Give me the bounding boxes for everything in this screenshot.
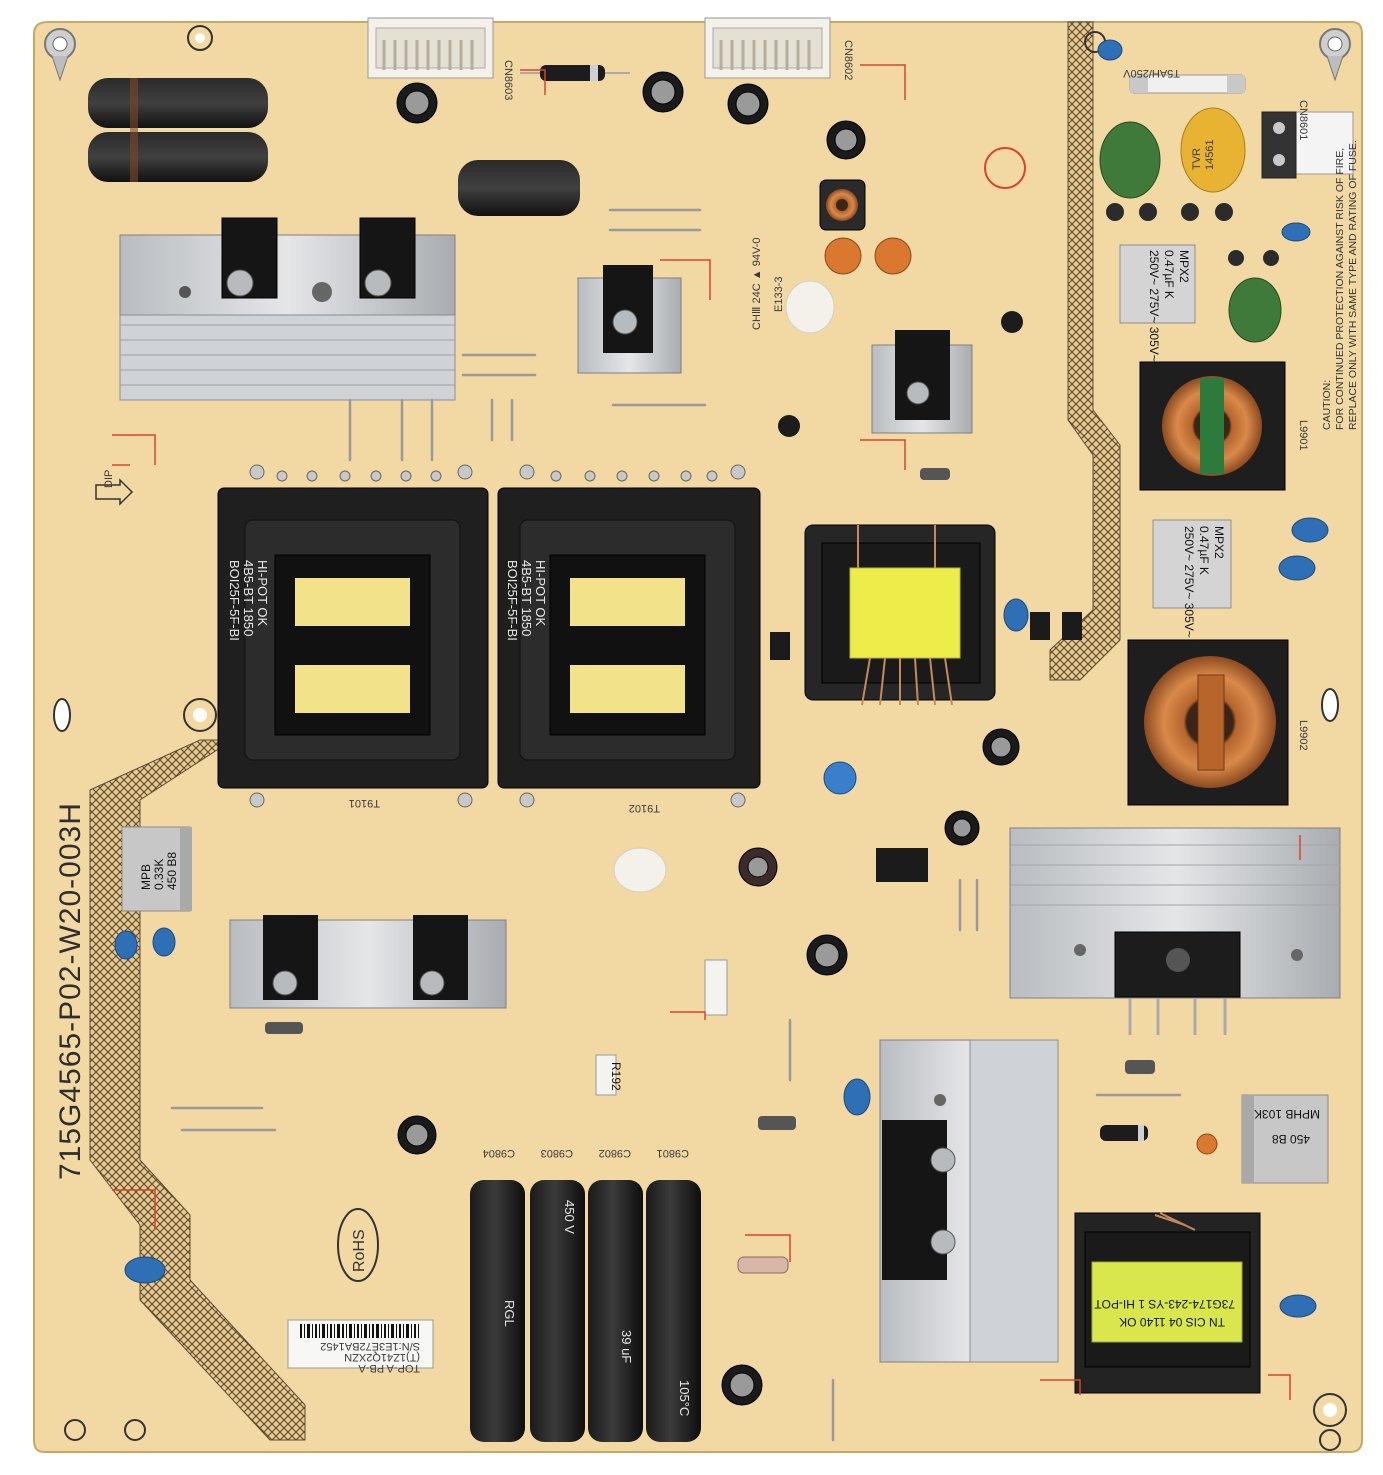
svg-text:(T)1Z41Q2XZN: (T)1Z41Q2XZN <box>344 1351 420 1363</box>
transistor-icon <box>778 311 1023 437</box>
svg-text:HI-POT OK: HI-POT OK <box>255 560 270 627</box>
svg-text:14561: 14561 <box>1204 139 1216 170</box>
svg-text:L9902: L9902 <box>1297 720 1309 751</box>
axial-diode-icon <box>265 65 1155 1141</box>
svg-text:T9101: T9101 <box>349 797 380 809</box>
svg-text:E133-3: E133-3 <box>773 277 785 312</box>
svg-text:CHⅢ 24C ▲ 94V-0: CHⅢ 24C ▲ 94V-0 <box>751 238 763 330</box>
caution-text: CAUTION: FOR CONTINUED PROTECTION AGAINS… <box>1321 140 1359 430</box>
svg-text:CN8603: CN8603 <box>502 60 514 100</box>
svg-text:RGL: RGL <box>502 1300 517 1327</box>
svg-text:4B5-BT 1850: 4B5-BT 1850 <box>241 560 256 636</box>
x-capacitor-c9908: MPX2 0.47µF K 250V~ 275V~ 305V~ <box>1119 244 1196 362</box>
resistor-r192: R192 <box>595 1054 623 1096</box>
svg-text:HI-POT OK: HI-POT OK <box>533 560 548 627</box>
svg-text:L9901: L9901 <box>1297 420 1309 451</box>
transformer-pins <box>249 464 746 808</box>
heatsink-hs4 <box>871 330 973 434</box>
transformer-t9301-standby: 73G174-243-YS 1 HI-POT TN CIS 04 1140 OK <box>1074 1212 1261 1394</box>
svg-text:CAUTION:: CAUTION: <box>1321 380 1333 430</box>
transformer-t9101: BOI25F-5F-BI 4B5-BT 1850 HI-POT OK T9101 <box>217 487 489 809</box>
dip-arrow: DIP <box>95 470 134 506</box>
svg-text:250V~ 275V~ 305V~: 250V~ 275V~ 305V~ <box>1147 250 1161 362</box>
svg-text:RoHS: RoHS <box>351 1229 368 1272</box>
heatsink-hs1 <box>1009 827 1341 999</box>
svg-text:0.47µF K: 0.47µF K <box>1162 250 1176 299</box>
choke-l9902: L9902 <box>1127 639 1309 806</box>
svg-text:MPB: MPB <box>139 864 153 890</box>
bridge-rectifier-legs <box>1128 998 1227 1035</box>
svg-text:MPHB 103K: MPHB 103K <box>1254 1107 1320 1121</box>
ic-chip-icon <box>770 612 1082 882</box>
svg-text:T9102: T9102 <box>629 802 660 814</box>
svg-text:450 V: 450 V <box>562 1200 577 1234</box>
y-capacitor-icon <box>114 39 1329 1318</box>
svg-text:BOI25F-5F-BI: BOI25F-5F-BI <box>227 560 242 641</box>
svg-text:CN8601: CN8601 <box>1297 100 1309 140</box>
svg-text:C9802: C9802 <box>599 1147 631 1159</box>
standoff-pads <box>1106 203 1279 266</box>
svg-text:105°C: 105°C <box>677 1380 692 1416</box>
svg-text:TN CIS 04 1140 OK: TN CIS 04 1140 OK <box>1119 1315 1225 1329</box>
rohs-logo: RoHS <box>337 1208 379 1282</box>
svg-text:0.47µF K: 0.47µF K <box>1197 526 1211 575</box>
svg-text:REPLACE ONLY WITH SAME TYPE AN: REPLACE ONLY WITH SAME TYPE AND RATING O… <box>1347 140 1359 430</box>
svg-text:BOI25F-5F-BI: BOI25F-5F-BI <box>505 560 520 641</box>
svg-text:R192: R192 <box>609 1062 623 1091</box>
heatsink-hs5 <box>879 1039 1059 1363</box>
svg-text:450 B8: 450 B8 <box>165 852 179 890</box>
electrolytic-cap-c9151 <box>88 78 268 182</box>
connector-cn8602: CN8602 <box>704 17 854 80</box>
silkscreen-outline-marks <box>112 64 1301 1400</box>
bulk-capacitor-bank: RGL 450 V 39 uF 105°C C9804 C9803 C9802 … <box>470 1147 701 1442</box>
svg-text:0.33K: 0.33K <box>152 859 166 890</box>
orange-cap-icon <box>824 237 1218 1155</box>
svg-text:73G174-243-YS 1 HI-POT: 73G174-243-YS 1 HI-POT <box>1094 1297 1235 1311</box>
svg-text:TOP-A PB-A: TOP-A PB-A <box>358 1362 420 1374</box>
svg-text:TVR: TVR <box>1191 148 1203 170</box>
ul-marking: CHⅢ 24C ▲ 94V-0 E133-3 <box>751 238 785 330</box>
transformer-t9301-main <box>804 524 996 706</box>
isolation-track-right <box>1049 21 1121 681</box>
film-capacitor-c9111: MPB 0.33K 450 B8 <box>121 826 192 912</box>
svg-text:MPX2: MPX2 <box>1177 250 1191 283</box>
film-capacitor-c9802: MPHB 103K 450 B8 <box>1241 1094 1329 1184</box>
radial-cap-icon <box>396 71 1020 1406</box>
svg-text:C9801: C9801 <box>657 1147 689 1159</box>
svg-text:DIP: DIP <box>103 470 115 488</box>
connector-cn8603: CN8603 <box>367 17 514 100</box>
electrolytic-cap-c9150 <box>458 160 580 216</box>
svg-text:39 uF: 39 uF <box>619 1330 634 1363</box>
svg-text:S/N:1E3E72BA1452: S/N:1E3E72BA1452 <box>320 1340 420 1352</box>
mosfet-icon <box>221 217 416 299</box>
choke-l9901: L9901 <box>1139 361 1309 491</box>
choke-l9350 <box>819 179 866 231</box>
resistor-ceramic <box>704 959 789 1274</box>
connector-cn8601: CN8601 <box>1261 100 1354 179</box>
varistor-green <box>1099 121 1282 343</box>
svg-text:CN8602: CN8602 <box>842 40 854 80</box>
svg-text:MPX2: MPX2 <box>1212 526 1226 559</box>
svg-text:4B5-BT 1850: 4B5-BT 1850 <box>519 560 534 636</box>
heatsink-hs2 <box>229 915 507 1009</box>
plastic-standoff-icon <box>613 280 835 893</box>
heatsink-hs6 <box>577 265 682 374</box>
jumper-wire-icon <box>170 208 1182 1442</box>
fuse: T5AH/250V <box>1122 67 1246 94</box>
svg-text:250V~ 275V~ 305V~: 250V~ 275V~ 305V~ <box>1182 526 1196 638</box>
x-capacitor-c9909: MPX2 0.47µF K 250V~ 275V~ 305V~ <box>1152 519 1232 638</box>
svg-text:C9804: C9804 <box>483 1147 515 1159</box>
board-part-number: 715G4565-P02-W20-003H <box>54 802 87 1180</box>
svg-text:FOR CONTINUED PROTECTION AGAIN: FOR CONTINUED PROTECTION AGAINST RISK OF… <box>1334 148 1346 430</box>
transformer-t9102: BOI25F-5F-BI 4B5-BT 1850 HI-POT OK T9102 <box>497 487 761 814</box>
serial-sticker: S/N:1E3E72BA1452 (T)1Z41Q2XZN TOP-A PB-A <box>287 1319 434 1374</box>
svg-text:C9803: C9803 <box>541 1147 573 1159</box>
varistor-yellow: TVR 14561 <box>1180 107 1246 193</box>
inspection-stamp <box>984 147 1026 189</box>
svg-text:450 B8: 450 B8 <box>1272 1132 1310 1146</box>
mounting-hole-icon <box>44 25 1351 1451</box>
svg-text:T5AH/250V: T5AH/250V <box>1122 67 1180 79</box>
